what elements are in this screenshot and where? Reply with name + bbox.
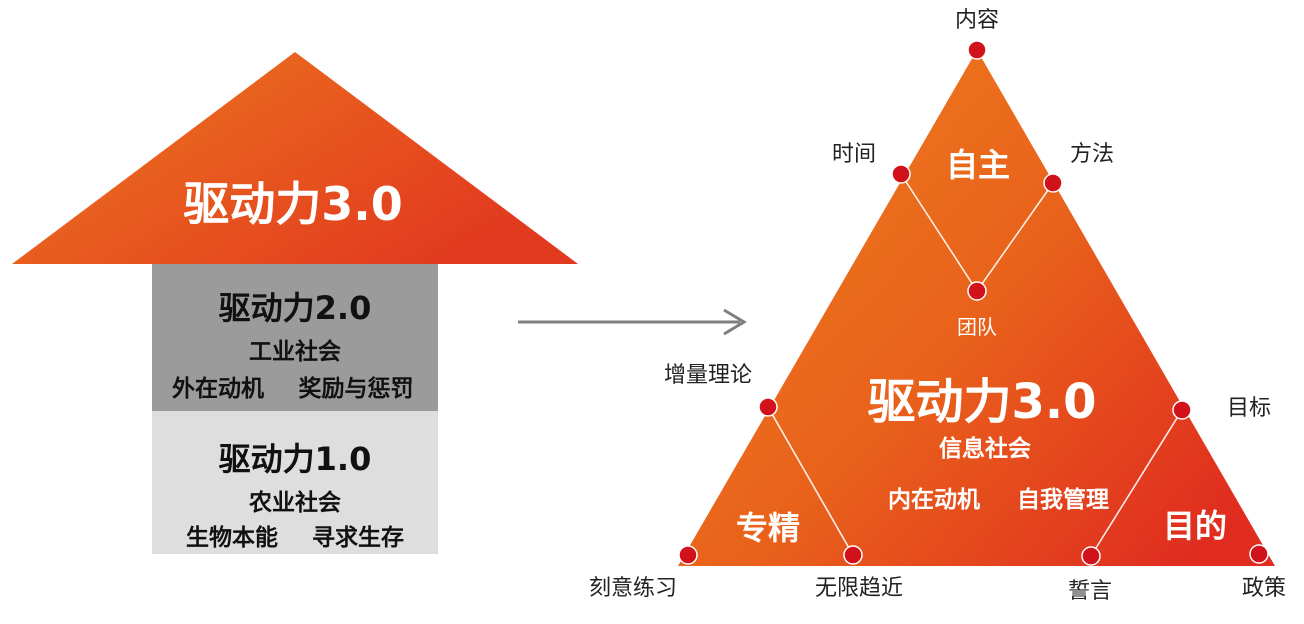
label-method: 方法 — [1069, 142, 1115, 167]
purpose-label: 目的 — [1162, 507, 1228, 545]
block2-means: 奖励与惩罚 — [298, 376, 414, 402]
block2-motivation: 外在动机 — [172, 376, 264, 402]
block-driver-1 — [152, 411, 438, 554]
dot-method — [1043, 173, 1063, 193]
label-team: 团队 — [957, 315, 997, 339]
label-incremental: 增量理论 — [663, 363, 753, 388]
arrow-title: 驱动力3.0 — [183, 177, 403, 231]
block1-title: 驱动力1.0 — [218, 440, 372, 478]
label-deliberate: 刻意练习 — [588, 576, 678, 601]
dot-incremental — [758, 397, 778, 417]
triangle-title: 驱动力3.0 — [867, 374, 1097, 430]
mastery-label: 专精 — [735, 509, 801, 547]
label-time: 时间 — [831, 142, 877, 167]
label-policy: 政策 — [1241, 576, 1287, 601]
block1-means: 寻求生存 — [312, 525, 404, 551]
dot-oath — [1081, 546, 1101, 566]
triangle-means: 自我管理 — [1017, 487, 1109, 513]
label-goal: 目标 — [1226, 396, 1272, 421]
block-driver-2 — [152, 264, 438, 411]
block1-motivation: 生物本能 — [186, 525, 278, 551]
dot-policy — [1249, 544, 1269, 564]
dot-infinite — [843, 545, 863, 565]
label-oath: 誓言 — [1067, 579, 1113, 604]
triangle-society: 信息社会 — [939, 436, 1031, 462]
purpose-divider — [1090, 409, 1183, 557]
label-infinite: 无限趋近 — [814, 576, 904, 601]
autonomy-label: 自主 — [945, 146, 1011, 184]
motivation-triangle — [678, 50, 1275, 566]
transition-arrow — [518, 308, 747, 336]
label-content: 内容 — [954, 8, 1000, 33]
block2-society: 工业社会 — [249, 339, 341, 365]
arrow-head — [12, 52, 578, 264]
dot-time — [891, 164, 911, 184]
dot-goal — [1172, 400, 1192, 420]
block2-title: 驱动力2.0 — [218, 289, 372, 327]
dot-deliberate — [678, 545, 698, 565]
triangle-motivation: 内在动机 — [888, 487, 980, 513]
block1-society: 农业社会 — [249, 490, 341, 516]
dot-team — [967, 281, 987, 301]
dot-content — [967, 40, 987, 60]
mastery-divider — [767, 406, 854, 556]
